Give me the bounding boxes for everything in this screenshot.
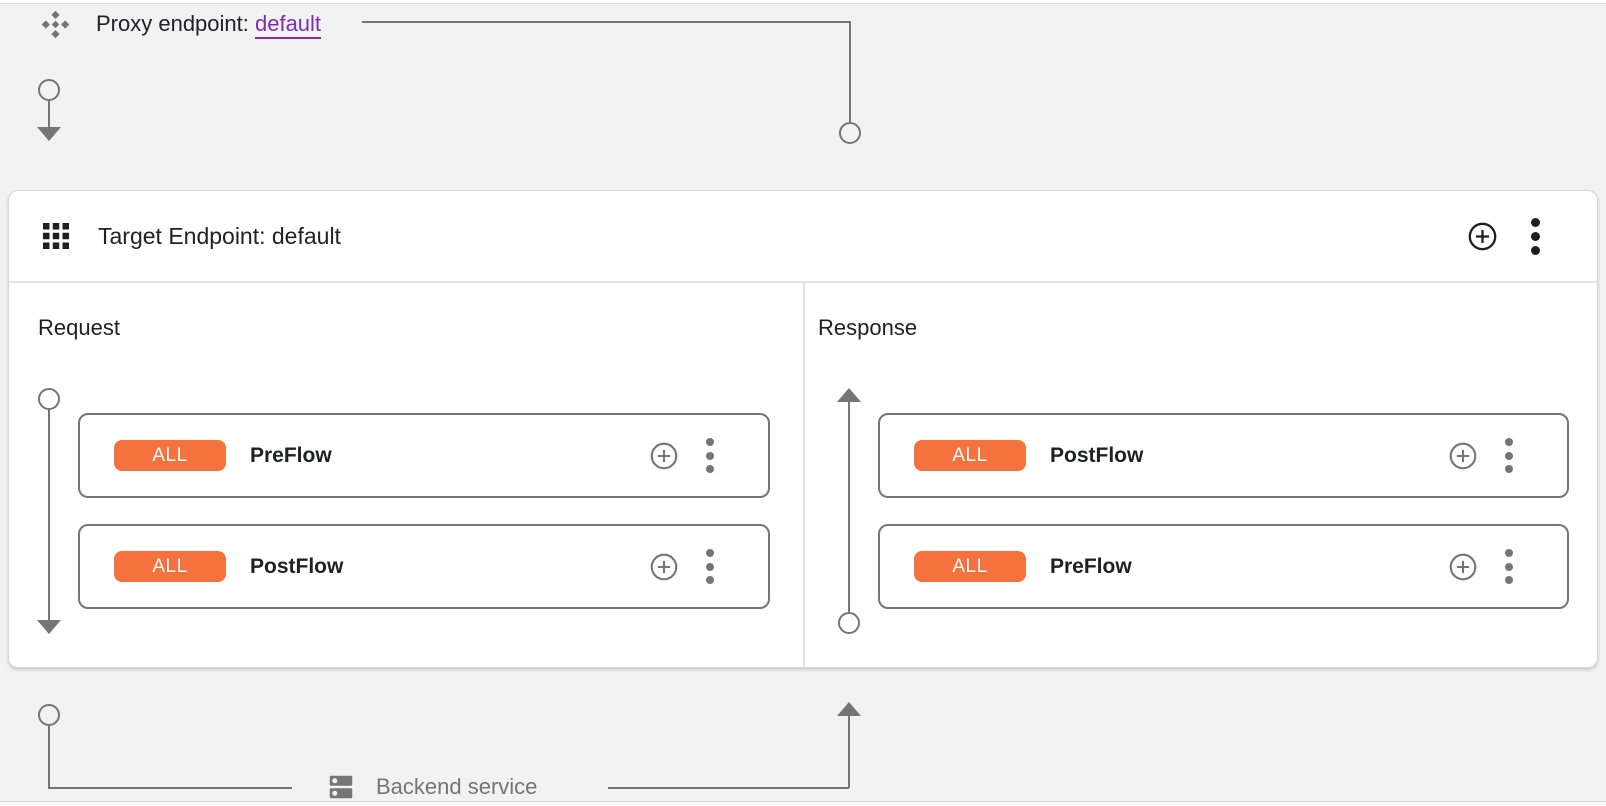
add-step-button[interactable] (650, 442, 678, 470)
connector-proxy-horizontal (362, 21, 851, 23)
response-flow-line (848, 401, 850, 612)
request-flow-line (48, 410, 50, 621)
response-postflow-card[interactable]: ALL PostFlow (878, 413, 1569, 498)
more-vert-icon (706, 436, 714, 476)
endpoint-menu-button[interactable] (1531, 215, 1540, 257)
arrow-up-icon (837, 388, 861, 402)
flow-name: PreFlow (1050, 554, 1132, 578)
connector-node-circle (38, 79, 60, 101)
condition-badge: ALL (114, 551, 226, 582)
proxy-endpoint-row: Proxy endpoint: default (41, 8, 322, 40)
response-panel-label: Response (818, 315, 918, 340)
request-postflow-card[interactable]: ALL PostFlow (78, 524, 770, 609)
proxy-endpoint-label: Proxy endpoint: default (96, 11, 322, 39)
more-vert-icon (1531, 215, 1540, 257)
backend-service-label: Backend service (376, 774, 538, 799)
more-vert-icon (1505, 547, 1513, 587)
connector-proxy-vertical (849, 21, 851, 122)
response-preflow-card[interactable]: ALL PreFlow (878, 524, 1569, 609)
flow-name: PreFlow (250, 443, 332, 467)
condition-badge: ALL (914, 440, 1026, 471)
flow-name: PostFlow (250, 554, 344, 578)
connector-line (48, 726, 50, 788)
arrow-down-icon (37, 127, 61, 141)
connector-line (48, 787, 292, 789)
grid-icon (43, 223, 69, 249)
canvas-top-edge (0, 0, 1606, 4)
canvas-bottom-edge (0, 801, 1606, 806)
flow-menu-button[interactable] (706, 436, 714, 476)
connector-line (48, 101, 50, 127)
add-circle-icon (1449, 553, 1477, 580)
connector-node-circle (839, 122, 861, 144)
connector-node-circle (38, 704, 60, 726)
more-vert-icon (1505, 436, 1513, 476)
dns-icon (329, 775, 353, 799)
add-circle-icon (1468, 222, 1497, 250)
flow-menu-button[interactable] (706, 547, 714, 587)
connector-line (848, 716, 850, 788)
add-step-button[interactable] (1449, 442, 1477, 470)
proxy-endpoint-link[interactable]: default (254, 11, 322, 39)
request-response-divider (803, 283, 805, 667)
more-vert-icon (706, 547, 714, 587)
proxy-endpoint-text: Proxy endpoint: (96, 11, 255, 36)
connector-line (608, 787, 849, 789)
flow-name: PostFlow (1050, 443, 1144, 467)
condition-badge: ALL (114, 440, 226, 471)
add-step-button[interactable] (1449, 553, 1477, 581)
response-flow-start-circle (838, 612, 860, 634)
add-circle-icon (1449, 442, 1477, 469)
add-circle-icon (650, 442, 678, 469)
target-endpoint-header: Target Endpoint: default (8, 190, 1598, 282)
proxy-endpoint-icon (41, 10, 70, 38)
flow-menu-button[interactable] (1505, 436, 1513, 476)
header-divider (9, 281, 1597, 283)
arrow-down-icon (37, 620, 61, 634)
condition-badge: ALL (914, 551, 1026, 582)
request-panel-label: Request (38, 315, 120, 340)
target-endpoint-title: Target Endpoint: default (98, 222, 341, 249)
add-circle-icon (650, 553, 678, 580)
arrow-up-icon (837, 702, 861, 716)
add-step-button[interactable] (650, 553, 678, 581)
add-policy-button[interactable] (1468, 222, 1497, 251)
backend-service-row: Backend service (326, 772, 537, 802)
flow-menu-button[interactable] (1505, 547, 1513, 587)
request-preflow-card[interactable]: ALL PreFlow (78, 413, 770, 498)
request-flow-start-circle (38, 388, 60, 410)
